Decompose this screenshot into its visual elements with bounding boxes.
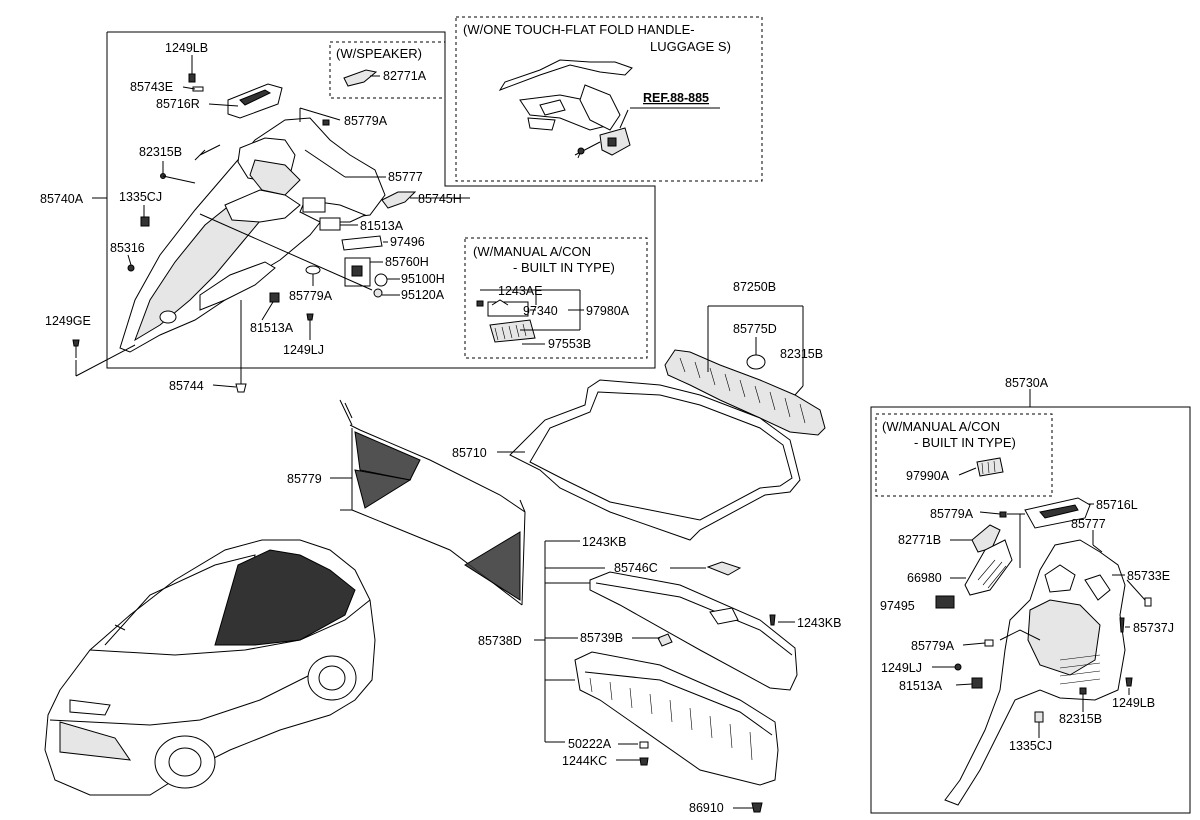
- vehicle-illustration: [44, 539, 376, 796]
- rear-sill-and-floor-illustration: [509, 349, 826, 541]
- label-1249LB-2[interactable]: 1249LB: [1112, 696, 1155, 710]
- aircon-right-title-1: (W/MANUAL A/CON: [882, 419, 1000, 434]
- label-82315B-1[interactable]: 82315B: [139, 145, 182, 159]
- aircon-left-box: [464, 237, 648, 359]
- label-1249LJ-1[interactable]: 1249LJ: [283, 343, 324, 357]
- label-85777-2[interactable]: 85777: [1071, 517, 1106, 531]
- label-85760H[interactable]: 85760H: [385, 255, 429, 269]
- label-97990A[interactable]: 97990A: [906, 469, 950, 483]
- label-85746C[interactable]: 85746C: [614, 561, 658, 575]
- one-touch-box-title-1: (W/ONE TOUCH-FLAT FOLD HANDLE-: [463, 22, 695, 37]
- label-85779[interactable]: 85779: [287, 472, 322, 486]
- label-85739B[interactable]: 85739B: [580, 631, 623, 645]
- label-82771A[interactable]: 82771A: [383, 69, 427, 83]
- label-85737J[interactable]: 85737J: [1133, 621, 1174, 635]
- speaker-box: [329, 41, 446, 99]
- label-85710[interactable]: 85710: [452, 446, 487, 460]
- aircon-right-box: [875, 413, 1053, 497]
- label-97496[interactable]: 97496: [390, 235, 425, 249]
- label-82771B[interactable]: 82771B: [898, 533, 941, 547]
- label-87250B[interactable]: 87250B: [733, 280, 776, 294]
- ref-88-885-link[interactable]: REF.88-885: [643, 91, 709, 105]
- label-97340[interactable]: 97340: [523, 304, 558, 318]
- label-81513A-3[interactable]: 81513A: [899, 679, 943, 693]
- label-85779A-1[interactable]: 85779A: [344, 114, 388, 128]
- label-1244KC[interactable]: 1244KC: [562, 754, 607, 768]
- label-82315B-2[interactable]: 82315B: [780, 347, 823, 361]
- one-touch-box-title-2: LUGGAGE S): [650, 39, 731, 54]
- label-1243KB-1[interactable]: 1243KB: [582, 535, 626, 549]
- aircon-left-title-1: (W/MANUAL A/CON: [473, 244, 591, 259]
- label-1249LB[interactable]: 1249LB: [165, 41, 208, 55]
- label-85779A-3[interactable]: 85779A: [930, 507, 974, 521]
- aircon-right-title-2: - BUILT IN TYPE): [914, 435, 1016, 450]
- label-85745H[interactable]: 85745H: [418, 192, 462, 206]
- aircon-left-illustration: [476, 299, 536, 343]
- label-85716L[interactable]: 85716L: [1096, 498, 1138, 512]
- label-85777-1[interactable]: 85777: [388, 170, 423, 184]
- label-85740A[interactable]: 85740A: [40, 192, 84, 206]
- aircon-left-title-2: - BUILT IN TYPE): [513, 260, 615, 275]
- label-1243AE[interactable]: 1243AE: [498, 284, 542, 298]
- speaker-box-title: (W/SPEAKER): [336, 46, 422, 61]
- label-81513A-1[interactable]: 81513A: [360, 219, 404, 233]
- label-97553B[interactable]: 97553B: [548, 337, 591, 351]
- label-85779A-2[interactable]: 85779A: [289, 289, 333, 303]
- label-85744[interactable]: 85744: [169, 379, 204, 393]
- label-81513A-2[interactable]: 81513A: [250, 321, 294, 335]
- label-1243KB-2[interactable]: 1243KB: [797, 616, 841, 630]
- left-quarter-trim-illustration: [72, 69, 417, 393]
- label-50222A[interactable]: 50222A: [568, 737, 612, 751]
- label-82315B-3[interactable]: 82315B: [1059, 712, 1102, 726]
- label-85730A[interactable]: 85730A: [1005, 376, 1049, 390]
- label-86910[interactable]: 86910: [689, 801, 724, 815]
- label-1249LJ-2[interactable]: 1249LJ: [881, 661, 922, 675]
- part-labels: (W/SPEAKER) (W/ONE TOUCH-FLAT FOLD HANDL…: [40, 22, 1174, 815]
- luggage-board-illustration: [574, 561, 798, 813]
- label-1335CJ-1[interactable]: 1335CJ: [119, 190, 162, 204]
- label-1335CJ-2[interactable]: 1335CJ: [1009, 739, 1052, 753]
- cargo-net-illustration: [339, 399, 526, 606]
- one-touch-illustration: [498, 59, 720, 159]
- label-97980A[interactable]: 97980A: [586, 304, 630, 318]
- label-97495[interactable]: 97495: [880, 599, 915, 613]
- label-95100H[interactable]: 95100H: [401, 272, 445, 286]
- label-1249GE[interactable]: 1249GE: [45, 314, 91, 328]
- label-85738D[interactable]: 85738D: [478, 634, 522, 648]
- label-85716R[interactable]: 85716R: [156, 97, 200, 111]
- label-85733E[interactable]: 85733E: [1127, 569, 1170, 583]
- label-95120A[interactable]: 95120A: [401, 288, 445, 302]
- label-85779A-4[interactable]: 85779A: [911, 639, 955, 653]
- label-66980[interactable]: 66980: [907, 571, 942, 585]
- label-85316[interactable]: 85316: [110, 241, 145, 255]
- left-trim-frame: [106, 31, 656, 369]
- label-85775D[interactable]: 85775D: [733, 322, 777, 336]
- leader-lines: [75, 55, 1146, 809]
- one-touch-box: [455, 16, 763, 182]
- label-85743E[interactable]: 85743E: [130, 80, 173, 94]
- right-quarter-trim-illustration: [935, 457, 1152, 806]
